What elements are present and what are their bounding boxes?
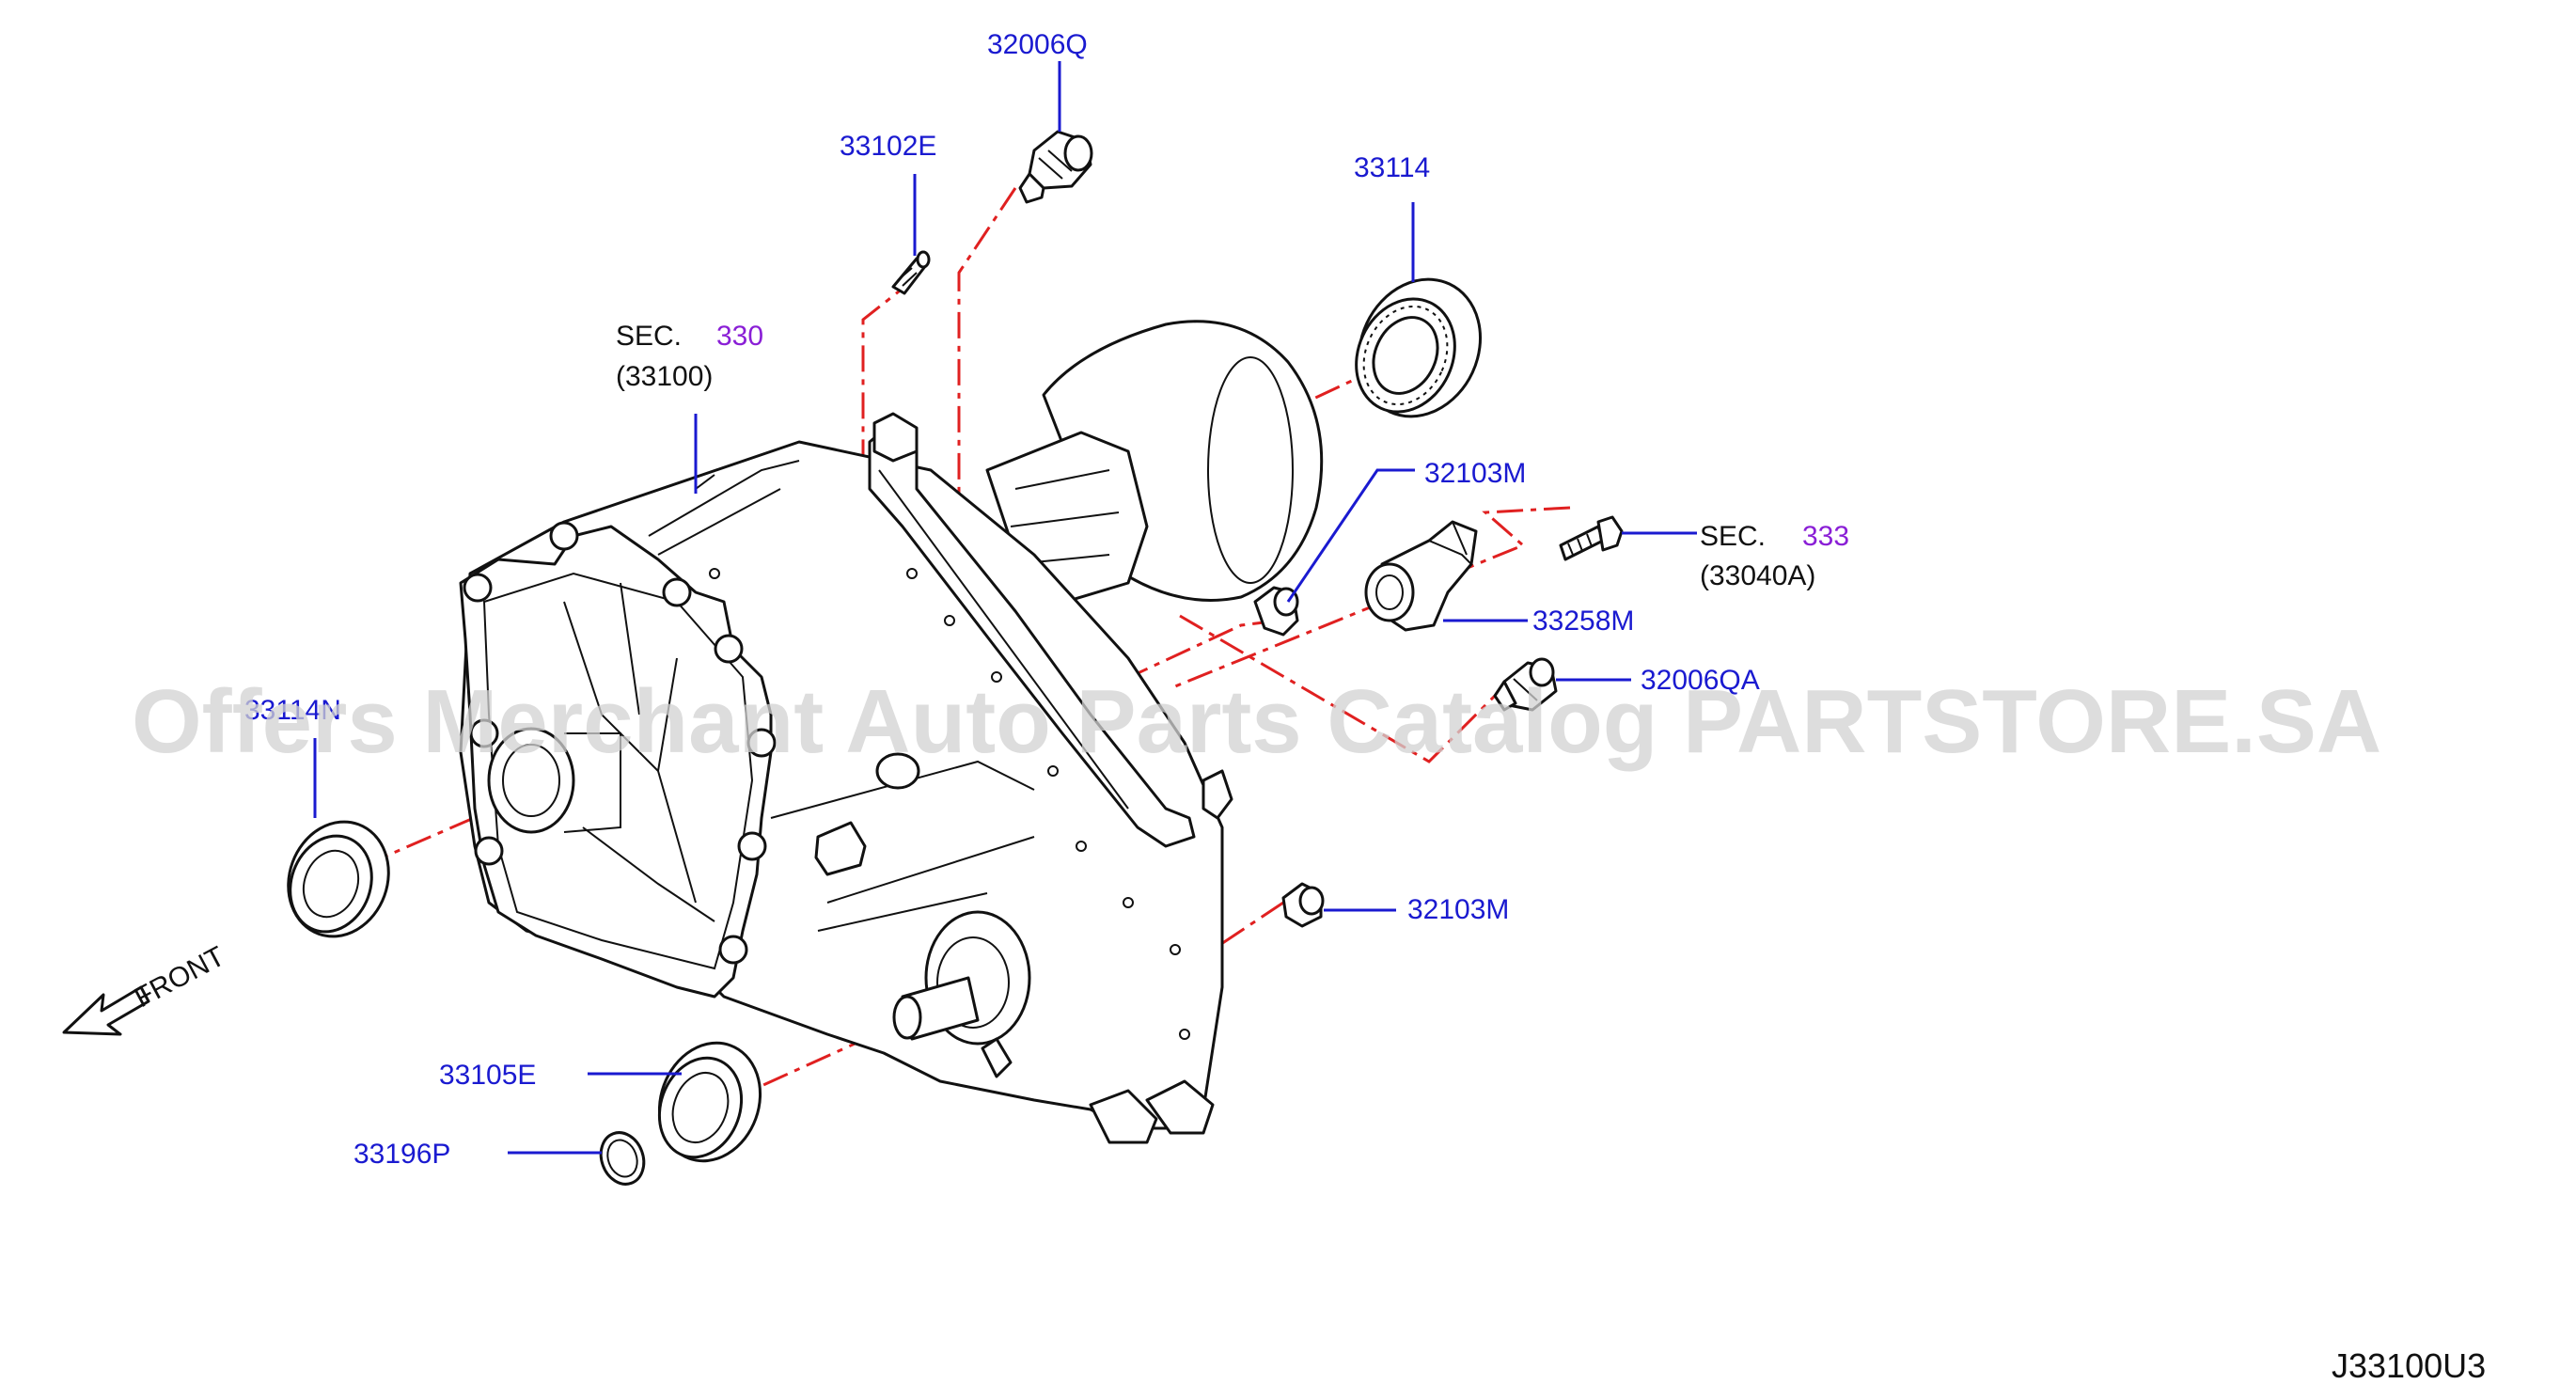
sec333-sub: (33040A) xyxy=(1700,560,1815,591)
sec330-number[interactable]: 330 xyxy=(716,321,763,352)
part-33105E xyxy=(657,1041,762,1163)
rail-boss xyxy=(872,412,919,463)
part-32006QA xyxy=(1493,657,1558,712)
shift-rail-edge xyxy=(878,469,1129,810)
front-output-splines xyxy=(502,744,560,817)
front-label: FRONT xyxy=(130,941,230,1015)
callout-32103M-upper[interactable]: 32103M xyxy=(1424,458,1526,489)
callout-33114[interactable]: 33114 xyxy=(1354,152,1430,183)
part-33102E xyxy=(891,250,931,295)
watermark-text: Offers Merchant Auto Parts Catalog PARTS… xyxy=(132,671,2381,772)
front-output-collar xyxy=(563,732,621,833)
case-foot-left xyxy=(1089,1089,1158,1144)
rear-breather xyxy=(981,1037,1013,1078)
rear-output-shaft-end xyxy=(892,995,922,1040)
sec333-prefix: SEC. xyxy=(1700,521,1766,552)
body-fill-plug xyxy=(814,821,867,876)
case-foot-right xyxy=(1145,1079,1215,1135)
part-33196P xyxy=(599,1131,646,1186)
rear-output-splines xyxy=(936,936,1010,1029)
callout-32006QA[interactable]: 32006QA xyxy=(1641,665,1760,696)
callout-32006Q[interactable]: 32006Q xyxy=(987,29,1088,60)
part-32006Q xyxy=(1018,130,1093,204)
section-ref-333[interactable]: SEC. 333 (33040A) xyxy=(1700,521,1849,591)
drum-face xyxy=(1207,356,1294,584)
side-panel-lines xyxy=(770,760,1035,932)
centerline-adapter xyxy=(1174,506,1571,688)
flange-internal-ribs xyxy=(563,582,715,922)
part-33114 xyxy=(1355,277,1483,418)
part-33114N xyxy=(287,820,390,938)
leader-lines xyxy=(313,61,1697,1155)
part-32103M-lower xyxy=(1281,882,1325,928)
callout-32103M-lower[interactable]: 32103M xyxy=(1407,894,1509,925)
part-32103M-upper xyxy=(1253,586,1299,637)
case-bolt-holes xyxy=(709,568,1190,1040)
centerline-plug-lower xyxy=(1212,901,1284,952)
body-sensor-port xyxy=(875,752,920,790)
case-side-boss xyxy=(1202,769,1233,820)
callout-33114N[interactable]: 33114N xyxy=(244,695,341,726)
flange-bolt-bosses xyxy=(463,521,777,965)
front-direction-indicator: FRONT xyxy=(62,941,230,1036)
part-bolt-33040A xyxy=(1559,515,1624,561)
callout-33258M[interactable]: 33258M xyxy=(1532,606,1634,637)
part-33258M xyxy=(1364,520,1478,632)
sec333-number[interactable]: 333 xyxy=(1802,521,1849,552)
shift-rail xyxy=(868,417,1196,848)
flange-inner-rim xyxy=(482,572,754,970)
leader-32103M-upper xyxy=(1286,468,1415,603)
top-edge-detail xyxy=(648,460,800,556)
drawing-code: J33100U3 xyxy=(2332,1346,2486,1385)
transfer-case xyxy=(459,320,1324,1144)
callout-labels: 32006Q 33102E 33114 32103M 33258M 32006Q… xyxy=(244,29,1760,1170)
front-arrow-icon xyxy=(62,985,150,1036)
callout-33105E[interactable]: 33105E xyxy=(439,1060,536,1091)
centerline-switch xyxy=(1179,614,1497,763)
callout-33196P[interactable]: 33196P xyxy=(353,1139,450,1170)
sec330-sub: (33100) xyxy=(616,361,713,392)
callout-33102E[interactable]: 33102E xyxy=(840,131,936,162)
front-output-shaft xyxy=(487,727,575,834)
sec330-prefix: SEC. xyxy=(616,321,682,352)
section-ref-330[interactable]: SEC. 330 (33100) xyxy=(616,321,763,392)
